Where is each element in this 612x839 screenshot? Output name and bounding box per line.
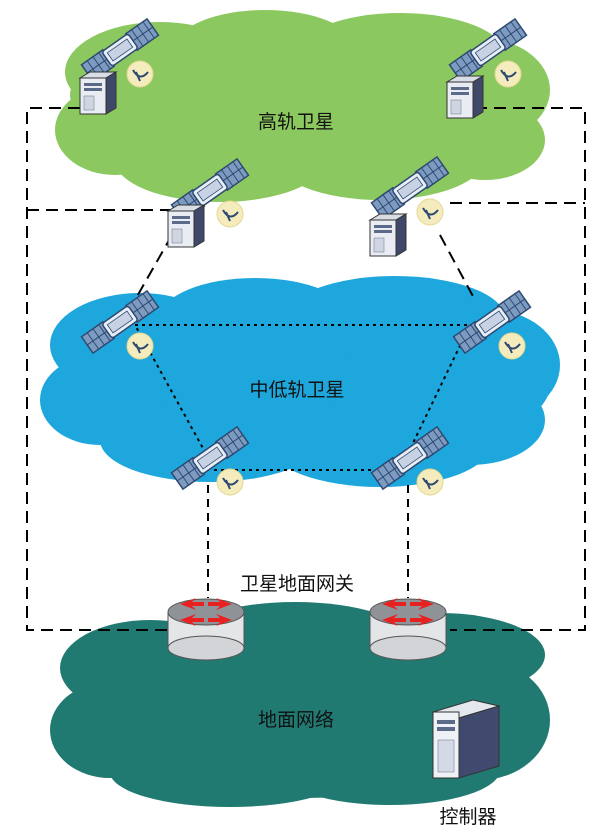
dashed-links [26,107,586,631]
geo-server-icon [79,71,117,115]
geo-satellite-cloud [55,10,550,202]
controller-server-icon [432,699,500,779]
ground-network-label: 地面网络 [258,709,334,731]
geo-server-icon [369,213,407,257]
geo-server-icon [446,75,484,119]
geo-satellite-label: 高轨卫星 [258,111,334,133]
satellite-gateway-label: 卫星地面网关 [240,573,354,595]
gateway-router-icon [167,597,245,661]
gateway-links [207,485,409,598]
controller-label: 控制器 [439,806,496,828]
geo-server-icon [167,204,205,248]
leo-meo-satellite-label: 中低轨卫星 [249,379,344,401]
leo-meo-satellite-cloud [40,276,560,487]
gateway-router-icon [369,597,447,661]
leo-dotted-ring [133,324,472,471]
